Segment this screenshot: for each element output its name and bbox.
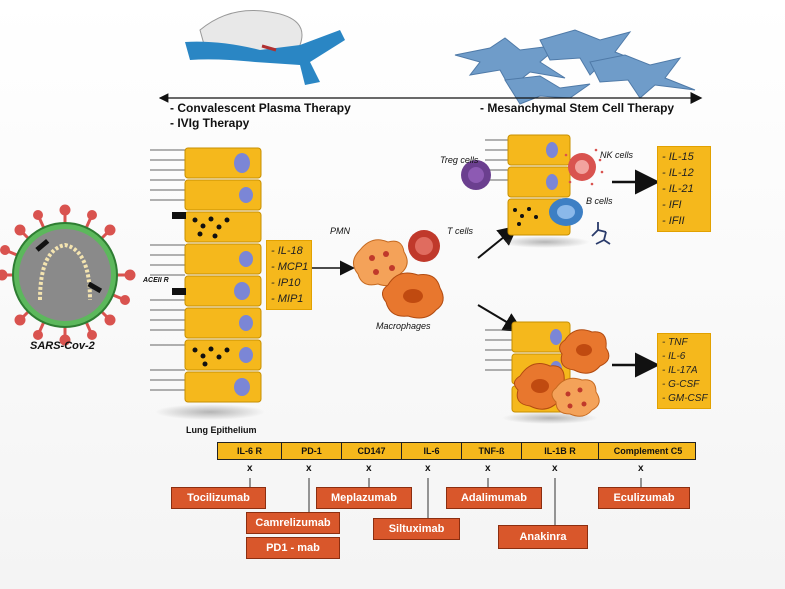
antibody-icon <box>591 222 611 245</box>
cytokine-item: - IL-15 <box>662 151 694 163</box>
cytokine-item: - MCP1 <box>271 261 309 273</box>
target-il6: IL-6 <box>402 443 462 459</box>
cytokine-item: - IL-18 <box>271 245 303 257</box>
drug-anakinra: Anakinra <box>498 525 588 549</box>
immune-cell-cluster <box>353 230 444 319</box>
target-marker: x <box>247 463 253 474</box>
nk-cells-label: NK cells <box>600 150 634 160</box>
target-marker: x <box>638 463 644 474</box>
target-marker: x <box>306 463 312 474</box>
therapy-mesenchymal-stem-cell: - Mesanchymal Stem Cell Therapy <box>480 101 675 115</box>
drug-adalimumab: Adalimumab <box>446 487 542 509</box>
target-marker: x <box>552 463 558 474</box>
cytokine-item: - IL-21 <box>662 183 694 195</box>
therapy-ivig: - IVIg Therapy <box>170 116 250 130</box>
target-marker: x <box>485 463 491 474</box>
target-drug-connectors <box>249 478 642 525</box>
cytokine-item: - IL-17A <box>662 365 698 376</box>
target-marker: x <box>366 463 372 474</box>
lung-epithelium-column <box>150 147 265 420</box>
drug-siltuximab: Siltuximab <box>373 518 460 540</box>
drug-tocilizumab: Tocilizumab <box>171 487 266 509</box>
cytokine-item: - MIP1 <box>271 293 304 305</box>
target-complement-c5: Complement C5 <box>613 446 683 456</box>
target-il1br: IL-1B R <box>522 443 599 459</box>
target-marker: x <box>425 463 431 474</box>
cytokine-item: - IFII <box>662 215 685 227</box>
cytokine-item: - TNF <box>662 337 688 348</box>
cytokine-item: - IFI <box>662 199 682 211</box>
pmn-label: PMN <box>330 226 350 236</box>
upper-cell-group <box>461 134 604 248</box>
cytokine-item: - GM-CSF <box>662 393 708 404</box>
virus-label: SARS-Cov-2 <box>30 340 95 352</box>
macrophages-label: Macrophages <box>376 321 431 331</box>
target-bar: IL-6 R PD-1 CD147 IL-6 TNF-ß IL-1B R Com… <box>217 442 696 460</box>
drug-pd1-mab: PD1 - mab <box>246 537 340 559</box>
early-cytokine-box: - IL-18 - MCP1 - IP10 - MIP1 <box>266 240 312 310</box>
plasma-bag-icon <box>185 9 345 85</box>
target-tnf: TNF-ß <box>462 443 522 459</box>
cytokine-item: - IP10 <box>271 277 301 289</box>
t-cells-label: T cells <box>447 226 474 236</box>
therapy-convalescent-plasma: - Convalescent Plasma Therapy <box>170 101 351 115</box>
target-cd147: CD147 <box>342 443 402 459</box>
cytokine-item: - IL-6 <box>662 351 686 362</box>
lower-cytokine-box: - TNF - IL-6 - IL-17A - G-CSF - GM-CSF <box>657 333 711 409</box>
cytokine-item: - G-CSF <box>662 379 700 390</box>
drug-eculizumab: Eculizumab <box>598 487 690 509</box>
target-il6r: IL-6 R <box>218 443 282 459</box>
drug-meplazumab: Meplazumab <box>316 487 412 509</box>
drug-camrelizumab: Camrelizumab <box>246 512 340 534</box>
epithelium-label: Lung Epithelium <box>186 425 257 435</box>
cytokine-item: - IL-12 <box>662 167 694 179</box>
lower-cell-group <box>485 321 610 424</box>
treg-cells-label: Treg cells <box>440 155 479 165</box>
stem-cells-icon <box>454 29 696 105</box>
receptor-label: ACEII R <box>143 277 169 284</box>
upper-cytokine-box: - IL-15 - IL-12 - IL-21 - IFI - IFII <box>657 146 711 232</box>
virus-icon <box>0 204 136 346</box>
b-cells-label: B cells <box>586 196 613 206</box>
target-pd1: PD-1 <box>282 443 342 459</box>
